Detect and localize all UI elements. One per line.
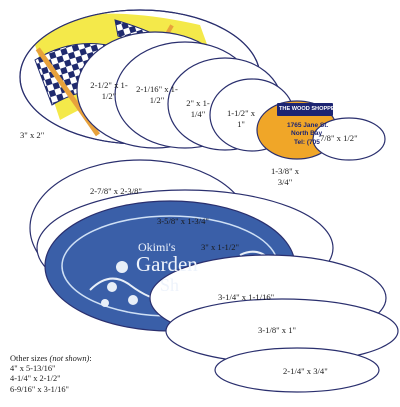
other-sizes-note: Other sizes (not shown): 4" x 5-13/16" 4… [10,354,92,395]
garden-text-line2: Garden [136,252,198,276]
wood-shoppe-phone: Tel: (705 [294,139,320,146]
wood-shoppe-banner [277,103,333,116]
size-label-2-1-4x3-4: 2-1/4" x 3/4" [283,366,328,376]
other-size-item: 4" x 5-13/16" [10,364,56,374]
size-label-3-5-8x1-3-4: 3-5/8" x 1-3/4" [157,216,209,226]
size-label-3x2: 3" x 2" [20,130,45,140]
oval-2-1-4x3-4 [214,347,380,393]
oval-7-8x1-2 [312,117,386,161]
other-size-item: 6-9/16" x 3-1/16" [10,384,69,394]
size-label-3x1-1-2: 3" x 1-1/2" [201,242,240,252]
size-label-3-1-4x1-1-16: 3-1/4" x 1-1/16" [218,292,275,302]
size-label-2-1-16x1-1-2: 2-1/16" x 1-1/2" [136,84,178,105]
garden-text-line1: Okimi's [138,240,176,254]
garden-text-line3: Sh [160,275,180,295]
size-label-3-1-8x1: 3-1/8" x 1" [258,325,297,335]
wood-shoppe-name: THE WOOD SHOPPE [279,106,335,112]
size-label-1-3-8x3-4: 1-3/8" x 3/4" [270,166,300,187]
size-label-2-1-2x1-1-2: 2-1/2" x 1-1/2" [90,80,128,101]
other-size-item: 4-1/4" x 2-1/2" [10,374,61,384]
wood-shoppe-address-2: North Bay [291,130,323,137]
wood-shoppe-address-1: 1765 Jane St. [287,122,329,129]
other-sizes-heading: Other sizes (not shown): [10,354,92,363]
size-label-2-7-8x2-3-8: 2-7/8" x 2-3/8" [90,186,142,196]
size-label-2x1-1-4: 2" x 1-1/4" [186,98,210,119]
size-label-7-8x1-2: 7/8" x 1/2" [320,133,358,143]
size-label-1-1-2x1: 1-1/2" x 1" [226,108,256,129]
